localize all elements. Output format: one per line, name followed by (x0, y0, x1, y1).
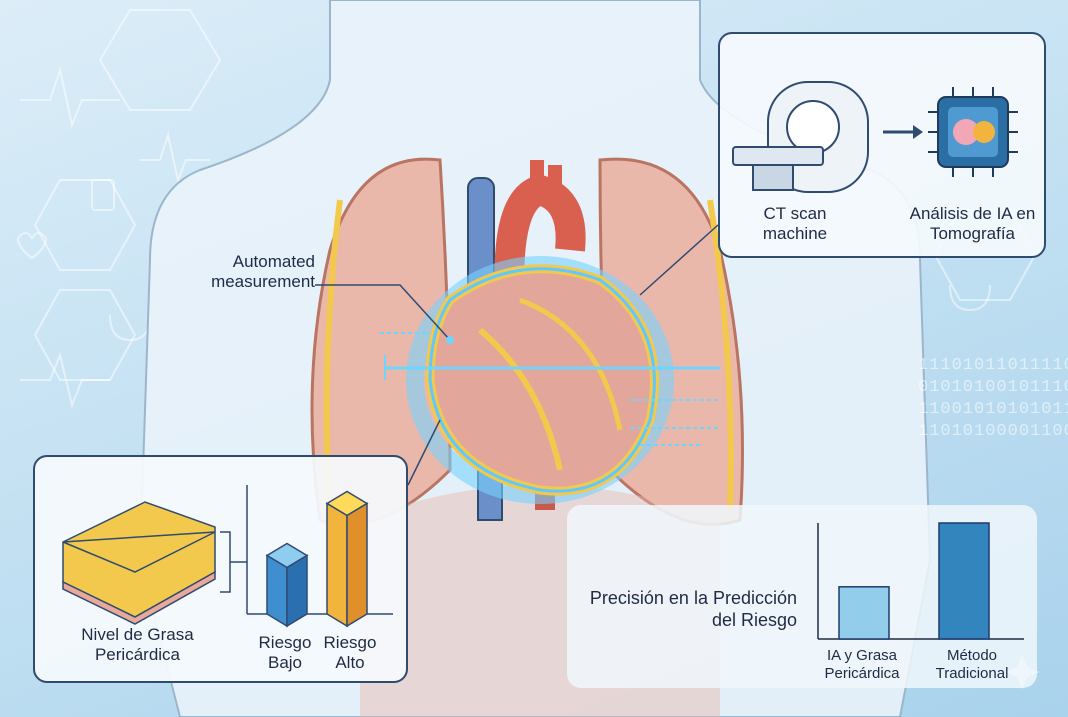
fat-level-title: Nivel de Grasa Pericárdica (81, 625, 194, 664)
bar-ia-grasa-pericardica (838, 586, 890, 640)
clipboard-icon (91, 179, 115, 211)
binary-line: 11001010101011 (918, 400, 1068, 419)
ct-illustration (732, 81, 1018, 193)
binary-line: 11101011011110 (918, 356, 1068, 375)
bar-riesgo-alto (325, 490, 369, 628)
hexagon-decor (33, 289, 137, 381)
callout-dot (446, 336, 454, 344)
callout-line (639, 224, 719, 296)
ecg-line-icon (140, 131, 210, 184)
bracket (220, 531, 231, 593)
prediction-panel: Precisión en la Predicción del Riesgo IA… (567, 505, 1037, 688)
prediction-chart-svg (817, 522, 1024, 640)
bar-metodo-tradicional (938, 522, 990, 640)
binary-line: 01010100101110 (918, 378, 1068, 397)
ecg-line-icon (20, 351, 110, 409)
fat-tissue-block-icon (62, 501, 216, 625)
bar-riesgo-bajo (265, 542, 309, 628)
tick-label: Método Tradicional (935, 647, 1009, 682)
aorta-branch (548, 165, 562, 205)
heart (425, 264, 659, 496)
prediction-title: Precisión en la Predicción del Riesgo (589, 588, 797, 630)
hexagon-decor (98, 9, 222, 111)
ct-scan-label: CT scan machine (762, 204, 828, 243)
ecg-line-icon (20, 66, 120, 129)
coronary-fat (519, 297, 623, 431)
fat-chart-svg (62, 485, 393, 628)
stethoscope-icon (949, 284, 991, 312)
arrow-right-icon (883, 125, 923, 139)
tick-label: IA y Grasa Pericárdica (824, 647, 900, 682)
fat-level-panel: Nivel de Grasa Pericárdica Riesgo Bajo R… (33, 455, 408, 683)
heart-icon (16, 232, 48, 260)
pleural-fat (707, 199, 734, 511)
ai-analysis-label: Análisis de IA en Tomografía (909, 204, 1036, 243)
callout-line (315, 284, 451, 341)
tick-label: Riesgo Alto (323, 633, 377, 672)
automated-measurement-label: Automated measurement (211, 252, 315, 291)
ct-scanner-icon (732, 81, 869, 193)
binary-decor: 11101011011110 01010100101110 110010101010… (918, 355, 1068, 443)
ai-chip-brain-icon (928, 87, 1018, 177)
aorta-branch (530, 160, 544, 200)
tick-label: Riesgo Bajo (258, 633, 312, 672)
heart-outline-scan (428, 267, 656, 493)
coronary-fat (478, 327, 563, 471)
binary-line: 11010100001100 (918, 422, 1068, 441)
callout-line (407, 419, 441, 486)
hexagon-decor (33, 179, 137, 271)
ct-panel: CT scan machine Análisis de IA en Tomogr… (718, 32, 1046, 258)
